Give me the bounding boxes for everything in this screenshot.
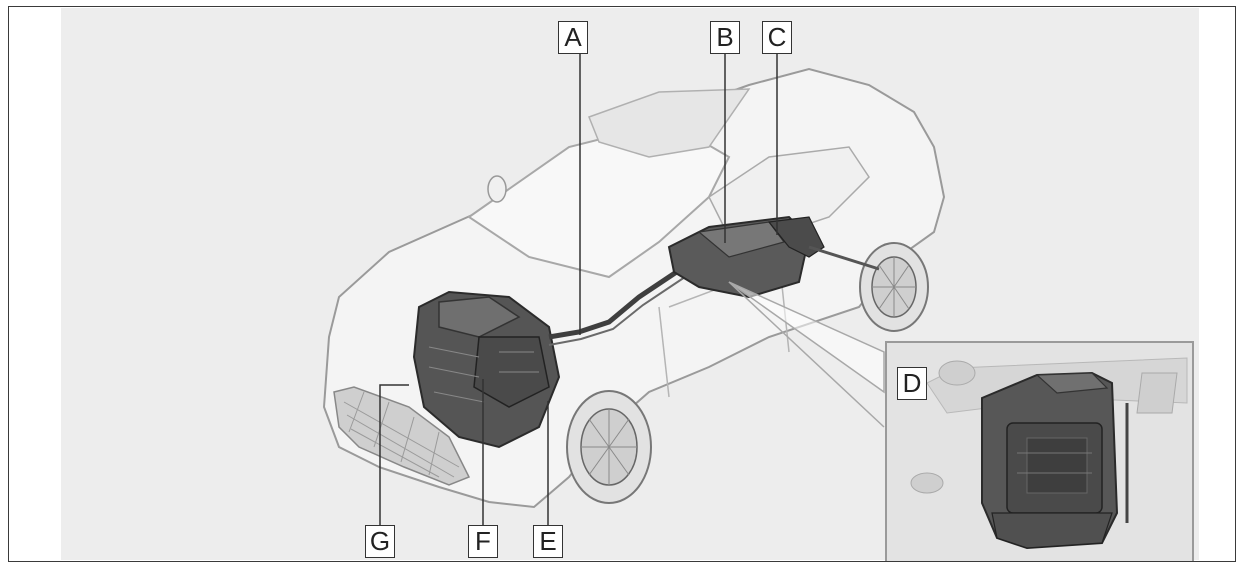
callout-f: F — [468, 525, 498, 558]
diagram-frame: A B C D E F G — [8, 6, 1236, 562]
callout-c: C — [762, 21, 792, 54]
inset-detail — [885, 341, 1194, 561]
callout-g: G — [365, 525, 395, 558]
service-plug — [981, 371, 1129, 550]
callout-e: E — [533, 525, 563, 558]
connector-detail-illustration — [887, 343, 1192, 561]
front-grille — [333, 386, 471, 486]
front-power-unit — [412, 290, 561, 449]
inset-projection — [728, 281, 885, 394]
front-wheel — [566, 390, 652, 504]
sunroof — [588, 88, 751, 158]
callout-d: D — [897, 367, 927, 400]
vehicle-illustration — [322, 52, 946, 529]
rear-battery-unit — [667, 215, 880, 299]
callout-b: B — [710, 21, 740, 54]
side-mirror — [487, 175, 507, 203]
leader-lines — [379, 52, 778, 529]
callout-a: A — [558, 21, 588, 54]
grille-mesh — [343, 391, 460, 478]
rear-wheel — [859, 242, 929, 332]
